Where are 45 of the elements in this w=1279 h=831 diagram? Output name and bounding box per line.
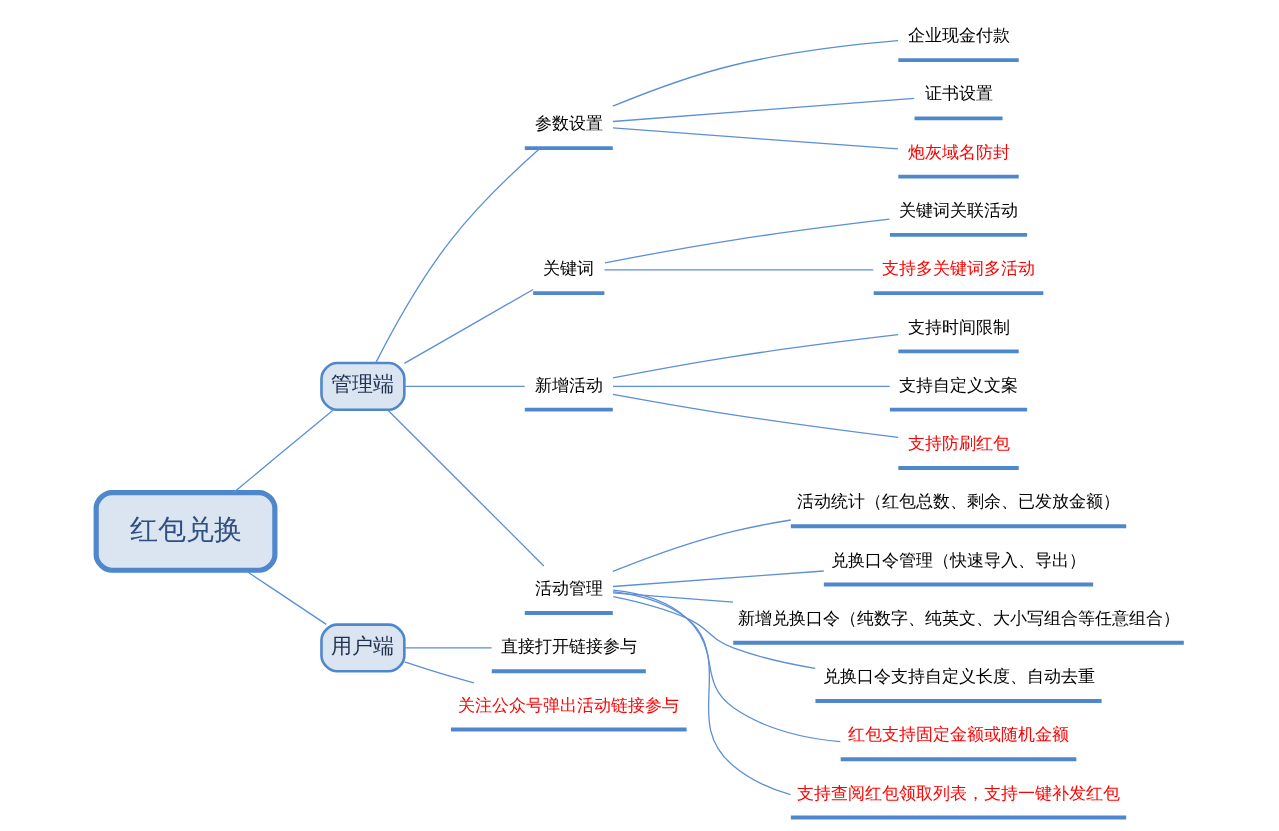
- node-text: 活动统计（红包总数、剩余、已发放金额）: [796, 491, 1120, 512]
- node-text: 支持时间限制: [907, 316, 1010, 337]
- node-text: 支持自定义文案: [898, 374, 1018, 395]
- connector: [611, 40, 899, 107]
- node-text: 活动管理: [534, 578, 603, 599]
- connector: [611, 592, 734, 603]
- node-text: 证书设置: [924, 83, 993, 104]
- connector: [612, 591, 841, 743]
- connector: [611, 570, 824, 588]
- connector: [611, 334, 899, 379]
- node-text: 新增活动: [534, 374, 603, 395]
- node-text: 兑换口令支持自定义长度、自动去重: [822, 666, 1095, 687]
- connector: [603, 269, 874, 271]
- node-text: 支持查阅红包领取列表，支持一键补发红包: [796, 782, 1120, 803]
- connector: [611, 519, 791, 573]
- connector: [612, 589, 791, 796]
- node-text: 兑换口令管理（快速导入、导出）: [830, 549, 1086, 570]
- node-box: 用户端: [319, 623, 406, 673]
- node-text: 红包支持固定金额或随机金额: [847, 724, 1069, 745]
- connector: [374, 147, 541, 364]
- connector: [611, 127, 899, 150]
- connector: [232, 409, 334, 494]
- node-text: 炮灰域名防封: [907, 141, 1010, 162]
- node-text: 支持防刷红包: [907, 433, 1010, 454]
- connector: [403, 647, 492, 649]
- connector: [403, 288, 534, 364]
- connector: [386, 409, 544, 567]
- connector: [403, 385, 525, 387]
- connector: [612, 596, 816, 669]
- node-box: 红包兑换: [93, 489, 277, 573]
- node-text: 新增兑换口令（纯数字、纯英文、大小写组合等任意组合）: [737, 607, 1180, 628]
- node-box: 管理端: [319, 361, 406, 411]
- node-text: 关键词: [542, 258, 594, 279]
- node-text: 企业现金付款: [907, 25, 1010, 46]
- connector: [611, 393, 899, 439]
- connector: [244, 569, 327, 625]
- connector: [611, 385, 890, 387]
- node-text: 关键词关联活动: [898, 199, 1018, 220]
- node-text: 关注公众号弹出活动链接参与: [457, 694, 679, 715]
- node-text: 直接打开链接参与: [500, 636, 637, 657]
- connector: [603, 218, 890, 264]
- connector: [611, 97, 915, 123]
- node-text: 支持多关键词多活动: [881, 258, 1035, 279]
- connector: [403, 661, 474, 684]
- node-text: 参数设置: [534, 113, 603, 134]
